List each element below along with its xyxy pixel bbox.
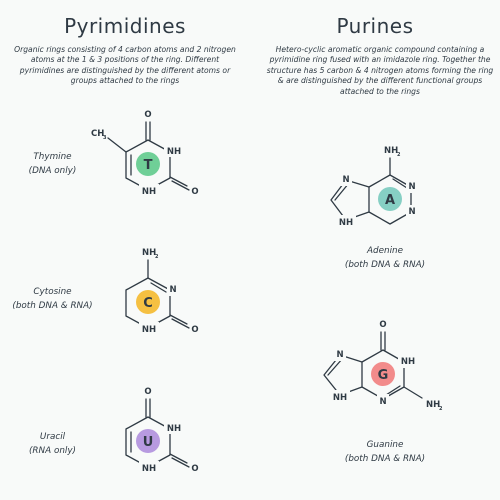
thymine-note: (DNA only): [28, 166, 77, 176]
uracil-oxygen-top: O: [144, 387, 151, 397]
adenine-note: (both DNA & RNA): [344, 260, 426, 270]
purines-description: Hetero-cyclic aromatic organic compound …: [266, 45, 494, 96]
pyrimidines-title: Pyrimidines: [64, 14, 186, 38]
guanine-name: Guanine: [366, 440, 404, 450]
adenine-nh-imidazole-bottom: NH: [339, 218, 353, 228]
adenine-letter: A: [385, 193, 395, 208]
cytosine-circle: [136, 290, 160, 314]
thymine-letter: T: [144, 158, 153, 173]
uracil-note: (RNA only): [29, 446, 76, 456]
guanine-note: (both DNA & RNA): [344, 454, 426, 464]
uracil-nh-right: NH: [167, 424, 181, 434]
adenine-n-imidazole-top: N: [342, 175, 349, 185]
guanine-nh-right-top: NH: [401, 357, 415, 367]
cytosine-structure: [125, 259, 190, 329]
uracil-nh-bottom: NH: [142, 464, 156, 474]
cytosine-nh-bottom: NH: [142, 325, 156, 335]
cytosine-carbonyl-2: [171, 318, 190, 329]
adenine-amine-sub: 2: [397, 152, 401, 158]
adenine-n-right-top: N: [408, 182, 415, 192]
cytosine-inner-bond: [150, 282, 167, 293]
uracil-circle: [136, 429, 160, 453]
adenine-amine: NH: [384, 146, 398, 156]
guanine-nh-imidazole-bottom: NH: [333, 393, 347, 403]
guanine-circle: [371, 362, 395, 386]
purines-title: Purines: [336, 14, 414, 38]
thymine-nh-bottom: NH: [142, 187, 156, 197]
guanine-inner-bond-2: [385, 385, 401, 396]
adenine-circle: [378, 187, 402, 211]
thymine-oxygen-right: O: [191, 187, 198, 197]
cytosine-label: Cytosine (both DNA & RNA): [0, 285, 105, 313]
cytosine-letter: C: [143, 296, 153, 311]
guanine-letter: G: [378, 368, 389, 383]
pyrimidines-description: Organic rings consisting of 4 carbon ato…: [14, 45, 236, 86]
thymine-name: Thymine: [33, 152, 72, 162]
thymine-carbonyl-right: [169, 176, 188, 187]
thymine-label: Thymine (DNA only): [0, 150, 105, 178]
uracil-letter: U: [143, 435, 154, 450]
guanine-amine-bond: [403, 386, 423, 399]
uracil-name: Uracil: [39, 432, 66, 442]
thymine-methyl-sub: 3: [103, 135, 107, 141]
cytosine-amine: NH: [142, 248, 156, 258]
thymine-circle: [136, 152, 160, 176]
cytosine-carbonyl: [169, 314, 188, 325]
cytosine-oxygen-right: O: [191, 325, 198, 335]
cytosine-amine-sub: 2: [155, 254, 159, 260]
guanine-amine: NH: [426, 400, 440, 410]
cytosine-name: Cytosine: [33, 287, 72, 297]
adenine-structure: [330, 157, 412, 225]
adenine-inner-bond-2: [392, 178, 408, 189]
guanine-oxygen-top: O: [379, 320, 386, 330]
guanine-amine-sub: 2: [439, 406, 443, 412]
uracil-oxygen-right: O: [191, 464, 198, 474]
thymine-carbonyl-right-2: [171, 180, 190, 191]
cytosine-note: (both DNA & RNA): [12, 301, 93, 311]
adenine-n-right-bottom: N: [408, 207, 415, 217]
thymine-methyl: CH: [91, 129, 104, 139]
guanine-n-right-bottom: N: [379, 397, 386, 407]
thymine-nh-right: NH: [167, 147, 181, 157]
uracil-carbonyl-right: [169, 453, 188, 464]
adenine-label: Adenine (both DNA & RNA): [325, 244, 445, 272]
uracil-carbonyl-right-2: [171, 457, 190, 468]
guanine-n-imidazole-top: N: [336, 350, 343, 360]
cytosine-n-right: N: [169, 285, 176, 295]
thymine-oxygen-top: O: [144, 110, 151, 120]
uracil-label: Uracil (RNA only): [0, 430, 105, 458]
adenine-name: Adenine: [366, 246, 404, 256]
guanine-label: Guanine (both DNA & RNA): [325, 438, 445, 466]
thymine-methyl-bond: [107, 137, 127, 153]
